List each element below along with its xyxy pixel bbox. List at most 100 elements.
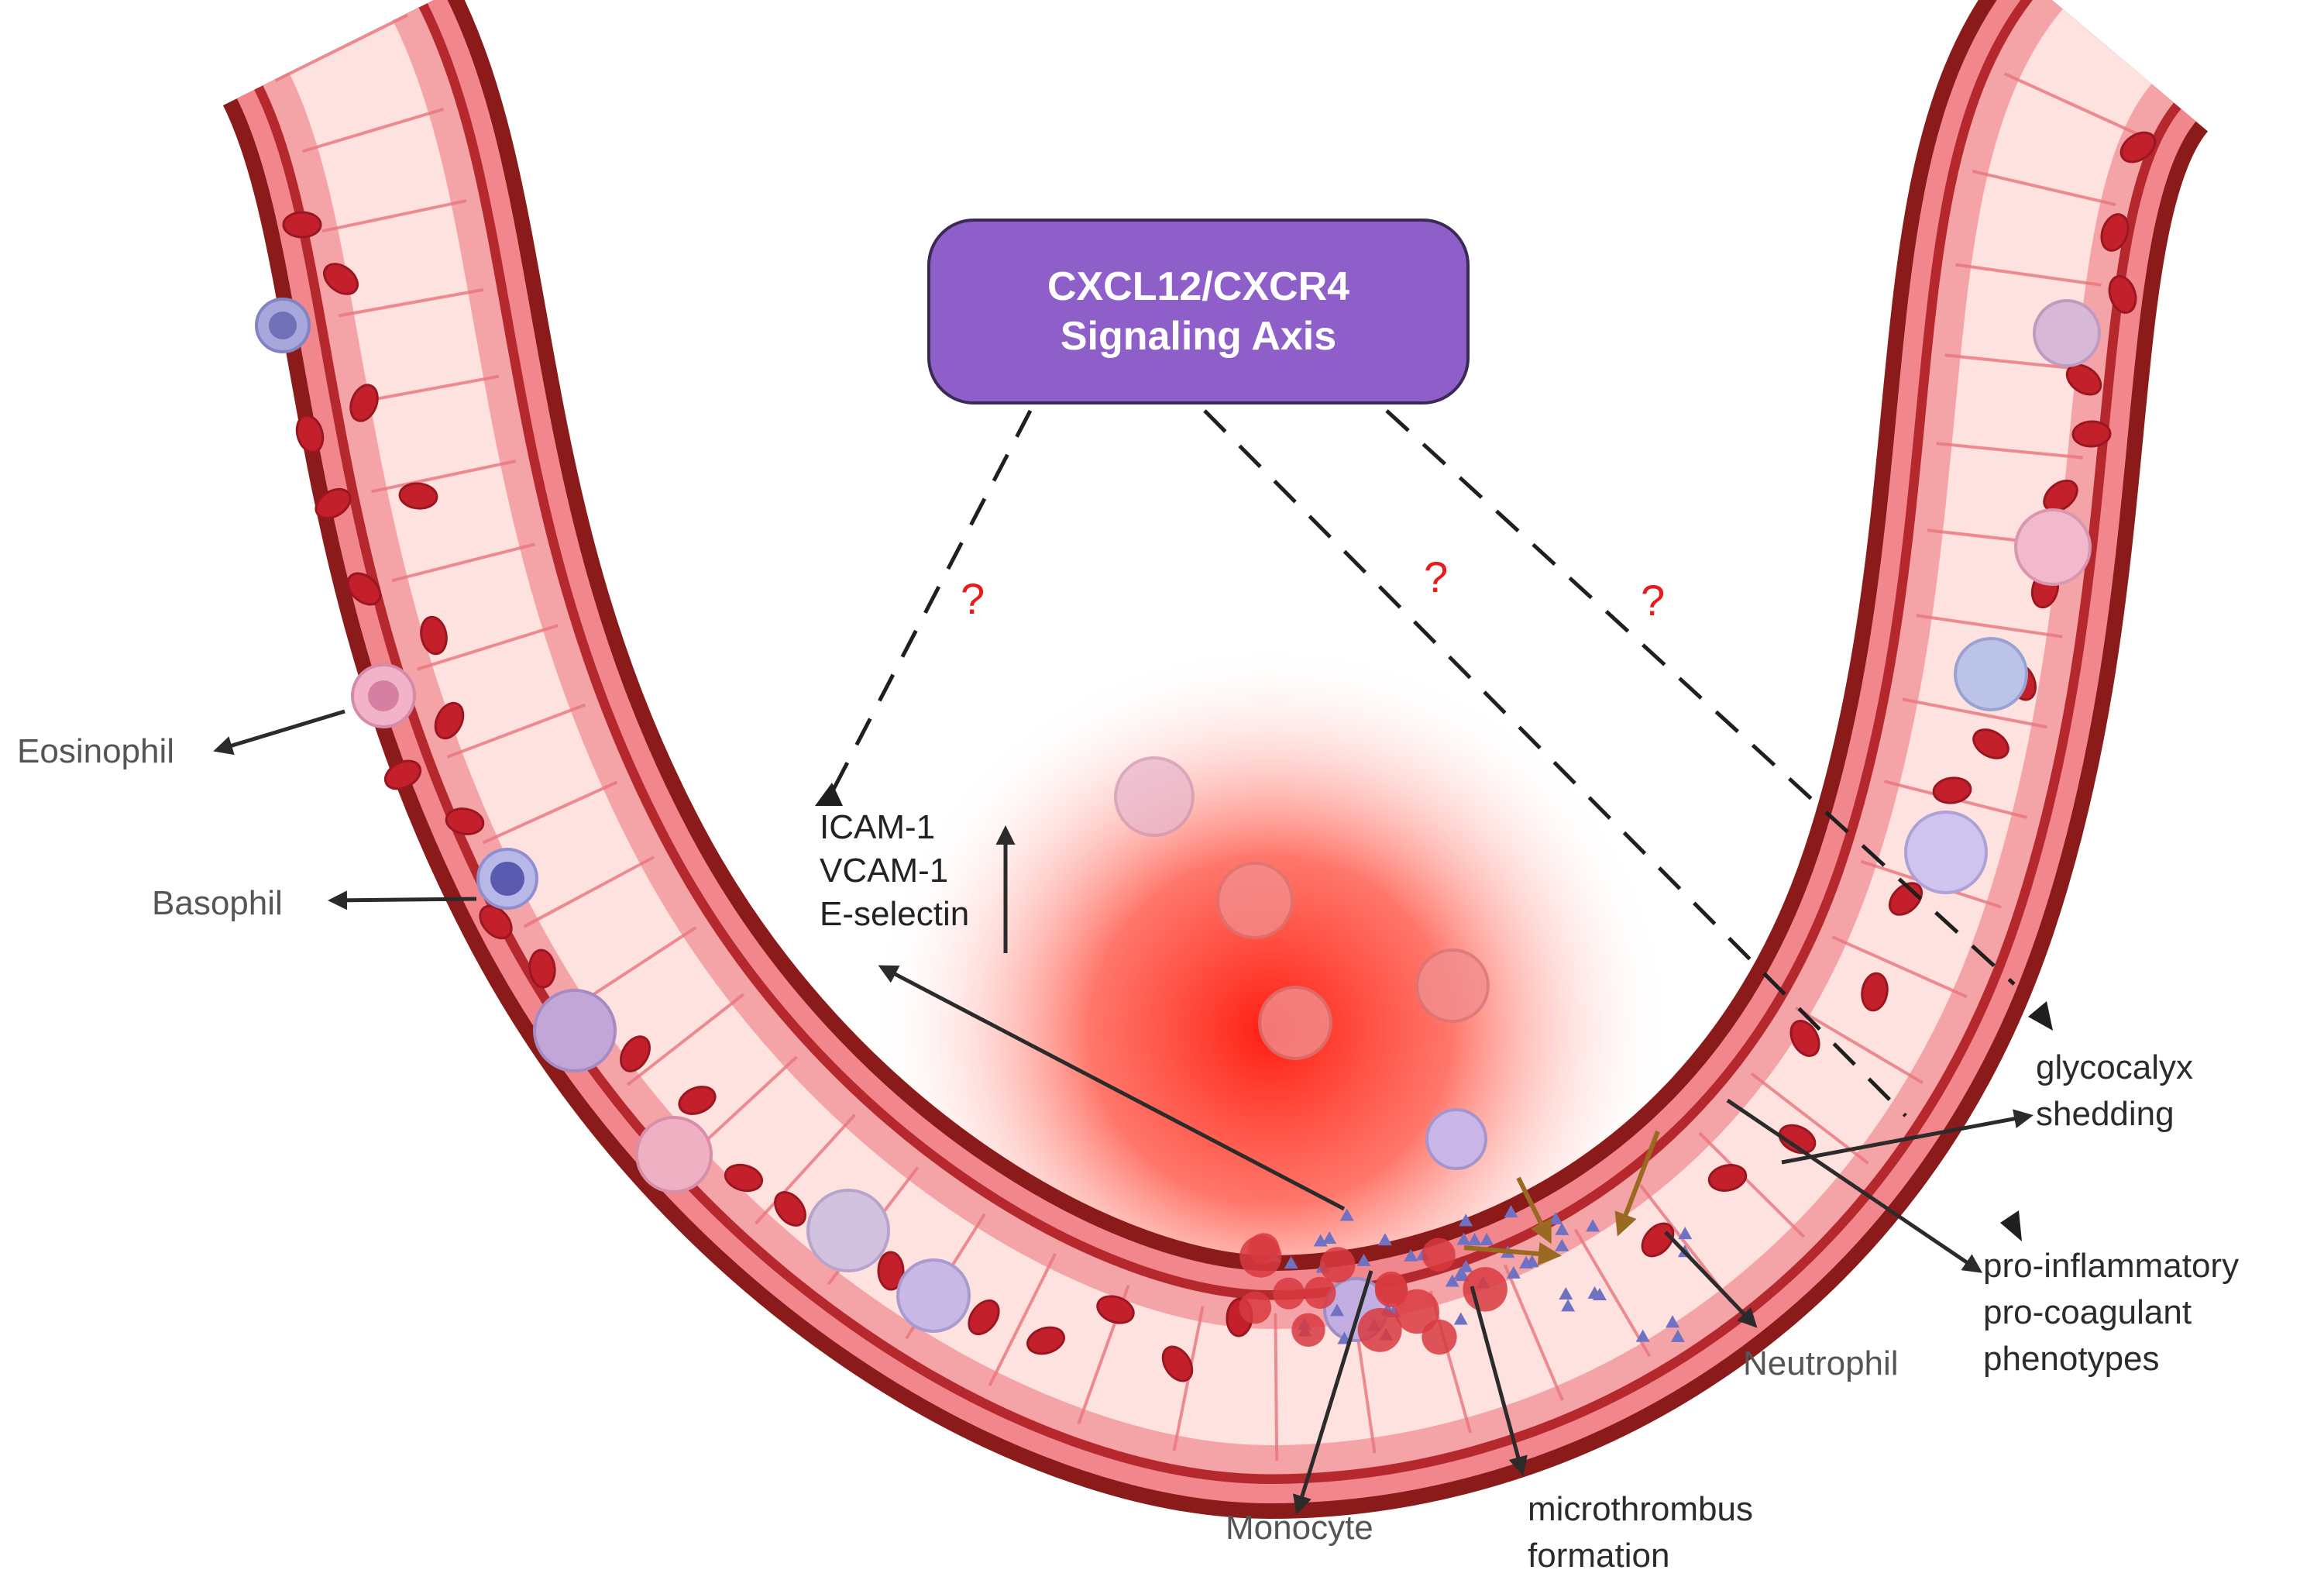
platelet: [1453, 1312, 1468, 1325]
platelet: [1525, 1255, 1539, 1268]
thrombus-rbc: [1273, 1277, 1305, 1310]
question-mark-right: ?: [1641, 576, 1666, 625]
red-blood-cell: [1026, 1326, 1065, 1355]
marker-eselectin: E-selectin: [820, 895, 970, 933]
platelet: [1459, 1259, 1473, 1272]
red-blood-cell: [968, 1299, 1000, 1336]
label-monocyte: Monocyte: [1226, 1509, 1373, 1547]
label-glycocalyx: glycocalyx shedding: [2036, 1048, 2193, 1133]
red-blood-cell: [774, 1191, 806, 1227]
platelet: [1467, 1233, 1482, 1246]
red-blood-cell: [620, 1035, 651, 1072]
red-blood-cell: [2065, 363, 2102, 396]
leukocytes: [255, 298, 2101, 1342]
platelet: [1504, 1205, 1518, 1218]
red-blood-cell: [1707, 1164, 1748, 1192]
red-blood-cell: [346, 572, 382, 606]
platelet: [1555, 1222, 1569, 1235]
red-blood-cell: [420, 615, 448, 656]
platelet: [1480, 1232, 1494, 1245]
red-blood-cell: [678, 1086, 717, 1115]
red-blood-cell: [445, 807, 485, 835]
red-blood-cell: [383, 759, 422, 790]
signaling-box-line2: Signaling Axis: [1060, 314, 1337, 359]
platelet: [1666, 1315, 1680, 1328]
platelet: [1445, 1274, 1459, 1287]
red-blood-cell: [724, 1163, 764, 1193]
platelet: [1670, 1329, 1685, 1342]
label-neutrophil: Neutrophil: [1743, 1344, 1899, 1382]
question-mark-left: ?: [961, 574, 985, 623]
platelet: [1322, 1231, 1337, 1244]
red-blood-cell: [1161, 1345, 1194, 1382]
blood-vessel: [222, 0, 2211, 1520]
red-blood-cell: [528, 948, 556, 989]
microthrombus-platelets: [1239, 1205, 1693, 1355]
platelet: [1559, 1286, 1573, 1300]
platelet: [1678, 1227, 1693, 1240]
thrombus-rbc: [1357, 1307, 1402, 1352]
pointer-arrows: [213, 709, 2033, 1515]
dash-arrowhead-left: [815, 783, 843, 806]
platelet: [1635, 1329, 1650, 1342]
red-blood-cell: [479, 904, 513, 940]
platelet: [1456, 1232, 1471, 1245]
thrombus-rbc: [1239, 1291, 1272, 1324]
marker-icam1: ICAM-1: [820, 808, 936, 846]
signal-arrows: [1463, 1130, 1660, 1265]
red-blood-cell: [1641, 1222, 1675, 1258]
thrombus-rbc: [1304, 1276, 1336, 1310]
red-blood-cell: [1778, 1124, 1817, 1155]
platelet: [1561, 1299, 1576, 1312]
platelet: [1506, 1265, 1521, 1279]
red-blood-cell: [2119, 131, 2157, 164]
thrombus-rbc: [1291, 1313, 1325, 1347]
thrombus-rbc: [1319, 1247, 1356, 1283]
platelet: [1459, 1213, 1473, 1227]
neutrophil-cell: [1425, 1108, 1487, 1170]
question-mark-middle: ?: [1424, 553, 1449, 601]
red-blood-cell: [323, 263, 359, 295]
platelet: [1339, 1208, 1354, 1221]
red-blood-cell: [349, 384, 379, 422]
platelet: [1284, 1256, 1298, 1269]
red-blood-cell: [315, 487, 352, 520]
red-blood-cell: [2043, 479, 2078, 513]
platelet: [1404, 1248, 1418, 1262]
dashed-connectors: [827, 409, 2016, 1117]
platelet: [1549, 1212, 1563, 1225]
thrombus-rbc: [1394, 1289, 1440, 1334]
red-blood-cell: [2100, 213, 2130, 252]
adhesion-marker-list: ICAM-1 VCAM-1 E-selectin: [820, 806, 969, 936]
red-blood-cell: [1932, 776, 1972, 804]
label-eosinophil: Eosinophil: [17, 732, 175, 770]
dash-arrowhead-lower: [2000, 1210, 2022, 1241]
label-phenotypes: pro-inflammatory pro-coagulant phenotype…: [1983, 1247, 2240, 1378]
red-blood-cell: [1096, 1295, 1135, 1324]
platelet: [1587, 1286, 1602, 1299]
red-blood-cell: [282, 211, 322, 239]
red-blood-cell: [2071, 420, 2112, 448]
signaling-axis-box: CXCL12/CXCR4 Signaling Axis: [927, 219, 1470, 404]
red-blood-cell: [295, 415, 325, 453]
marker-vcam1: VCAM-1: [820, 852, 949, 890]
platelet: [1586, 1219, 1600, 1232]
signaling-box-line1: CXCL12/CXCR4: [1047, 264, 1350, 309]
platelet: [1330, 1303, 1345, 1317]
label-microthrombus: microthrombus formation: [1528, 1490, 1753, 1575]
red-blood-cell: [2108, 275, 2137, 314]
dash-arrowhead-right: [2028, 1001, 2053, 1031]
platelet: [1453, 1267, 1468, 1280]
platelet: [1377, 1233, 1392, 1246]
red-blood-cell: [1861, 972, 1889, 1012]
red-blood-cell: [398, 482, 438, 510]
thrombus-rbc: [1422, 1238, 1456, 1272]
red-blood-cell: [1972, 728, 2009, 759]
label-basophil: Basophil: [152, 884, 283, 922]
thrombus-rbc: [1248, 1233, 1280, 1265]
red-blood-cell: [1789, 1020, 1820, 1057]
red-blood-cell: [434, 701, 465, 740]
thrombus-rbc: [1463, 1267, 1508, 1312]
red-blood-cell: [877, 1251, 905, 1291]
